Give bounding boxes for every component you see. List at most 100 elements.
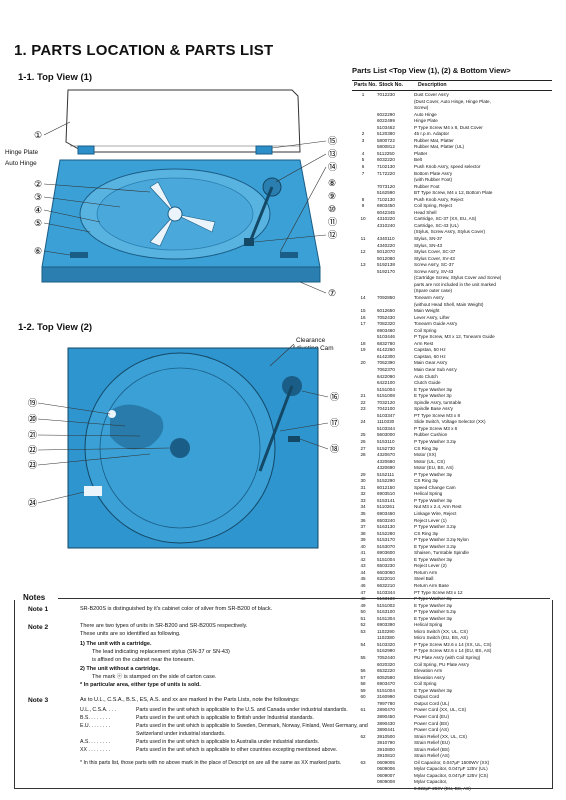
description-cell: Motor (EU, BS, AS) (414, 465, 454, 471)
stock-no-cell: 7102130 (377, 164, 395, 170)
description-cell: Coil Spring, PU Plate Ass'y (414, 661, 470, 667)
description-cell: Stylus, SN-43 (414, 242, 443, 248)
description-cell: Stylus Cover, SV-43 (414, 255, 455, 261)
description-cell: Helical Spring (414, 491, 443, 497)
callout-1: ① (34, 130, 42, 140)
part-no-cell: 24 (360, 419, 366, 425)
part-no-cell: 44 (360, 569, 366, 575)
platter-ring (99, 367, 261, 529)
stock-no-cell: 7082320 (377, 321, 395, 327)
description-cell: Spindle Ass'y, turntable (414, 399, 462, 405)
description-cell: Elevation Arm (414, 668, 443, 674)
stock-no-cell: 5103347 (377, 412, 395, 418)
callout-12: ⑫ (328, 230, 337, 240)
description-cell: P Type Screw, M3 x 12, Tonearm Guide (414, 334, 495, 340)
callout-3: ③ (34, 192, 42, 202)
description-cell: P Type Washer 5.2φ (414, 609, 456, 615)
part-no-cell: 7 (361, 170, 365, 176)
description-cell: Rubber Mat, Platter (414, 137, 454, 143)
description-cell: Elevation Ass'y (414, 674, 445, 680)
callout-19: ⑲ (28, 398, 37, 408)
label-hinge-plate: Hinge Plate (5, 149, 39, 156)
description-cell: P Type Screw M3 x 6 (414, 425, 458, 431)
stock-no-cell: 6903450 (377, 203, 395, 209)
note3-text-4: Switzerland under industrial standards. (136, 731, 226, 737)
description-cell: P Type Washer 3.2φ Nylon (414, 537, 469, 543)
part-no-cell: 17 (360, 321, 366, 327)
table-row: 3890441 Power Cord (AS) (352, 727, 557, 734)
tonearm (248, 186, 274, 243)
part-no-cell: 9 (361, 203, 365, 209)
part-no-cell: 2 (361, 131, 365, 137)
clearance-leader (269, 343, 295, 367)
description-cell: Return Arm Base (414, 583, 449, 589)
stock-no-cell: 7062390 (377, 360, 395, 366)
stock-no-cell: 3910810 (377, 753, 395, 759)
callout-16: ⑯ (330, 392, 339, 402)
stock-no-cell: 6632210 (377, 583, 395, 589)
adaptor-spokes (149, 181, 216, 247)
description-cell: BT Type Screw, M4 x 12, Bottom Plate (414, 190, 493, 196)
note3-text-5: Parts used in the unit which is applicab… (136, 739, 320, 745)
callout-11: ⑪ (328, 217, 337, 227)
part-no-cell: 43 (360, 563, 366, 569)
hinge-left (77, 145, 95, 155)
description-cell: Bottom Plate Ass'y (414, 170, 453, 176)
description-cell: Belt (414, 157, 422, 163)
stock-no-cell: 6832780 (377, 340, 395, 346)
stock-no-cell: 6022499 (377, 118, 395, 124)
part-no-cell: 53 (360, 628, 366, 634)
description-cell: Push Knob Ass'y, Reject (414, 196, 464, 202)
description-cell: Main Gear Sub Ass'y (414, 366, 457, 372)
stock-no-cell: 6903600 (377, 550, 395, 556)
stock-no-cell: 2890470 (377, 707, 395, 713)
table-row: parts are not included in the unit marke… (352, 282, 557, 289)
stock-no-cell: 7042100 (377, 406, 395, 412)
description-cell: Power Cord (XX, UL, CS) (414, 707, 467, 713)
stock-no-cell: 3890441 (377, 727, 395, 733)
stock-no-cell: 6503240 (377, 517, 395, 523)
stock-no-cell: 7172220 (377, 170, 395, 176)
note2-line-8: * In particular area, either type of uni… (80, 682, 201, 688)
callout-14: ⑭ (328, 162, 337, 172)
description-cell: Power Cord (AS) (414, 727, 449, 733)
note3-code-2: B.S. . . . . . . . (80, 715, 110, 721)
stock-no-cell: 6142300 (377, 353, 395, 359)
stock-no-cell: 5162590 (377, 190, 395, 196)
part-no-cell: 45 (360, 576, 366, 582)
description-cell: Dust Cover Ass'y (414, 92, 449, 97)
note2-line-2: These units are so identified as followi… (80, 631, 181, 637)
table-row: (Spare outer case) (352, 288, 557, 295)
description-cell: Tonearm Guide Ass'y (414, 321, 458, 327)
description-cell: Return Arm (414, 569, 438, 575)
description-cell: PT Type Screw M3 x 12 (414, 589, 463, 595)
part-no-cell: 30 (360, 478, 366, 484)
part-no-cell: 13 (360, 262, 366, 268)
stock-no-cell: 5151004 (377, 687, 395, 693)
description-cell: Main Gear Ass'y (414, 360, 448, 366)
callout-20: ⑳ (28, 414, 37, 424)
hinge-right (255, 145, 273, 155)
stock-no-cell: 0809008 (377, 779, 395, 785)
description-cell: Power Cord (EU) (414, 713, 449, 719)
description-cell: E Type Washer 3.2φ (414, 543, 456, 549)
part-no-cell: 5 (361, 157, 365, 163)
description-cell: Stylus Cover, SC-37 (414, 249, 456, 255)
stock-no-cell: 5151008 (377, 393, 395, 399)
header-part-no: Parts No. (354, 82, 377, 88)
reject-knob (280, 252, 298, 258)
stock-no-cell: 5153141 (377, 497, 395, 503)
callout-10: ⑩ (328, 204, 336, 214)
description-cell: Shaisen, Turntable Spindle (414, 550, 469, 556)
stock-no-cell: 5603000 (377, 432, 395, 438)
